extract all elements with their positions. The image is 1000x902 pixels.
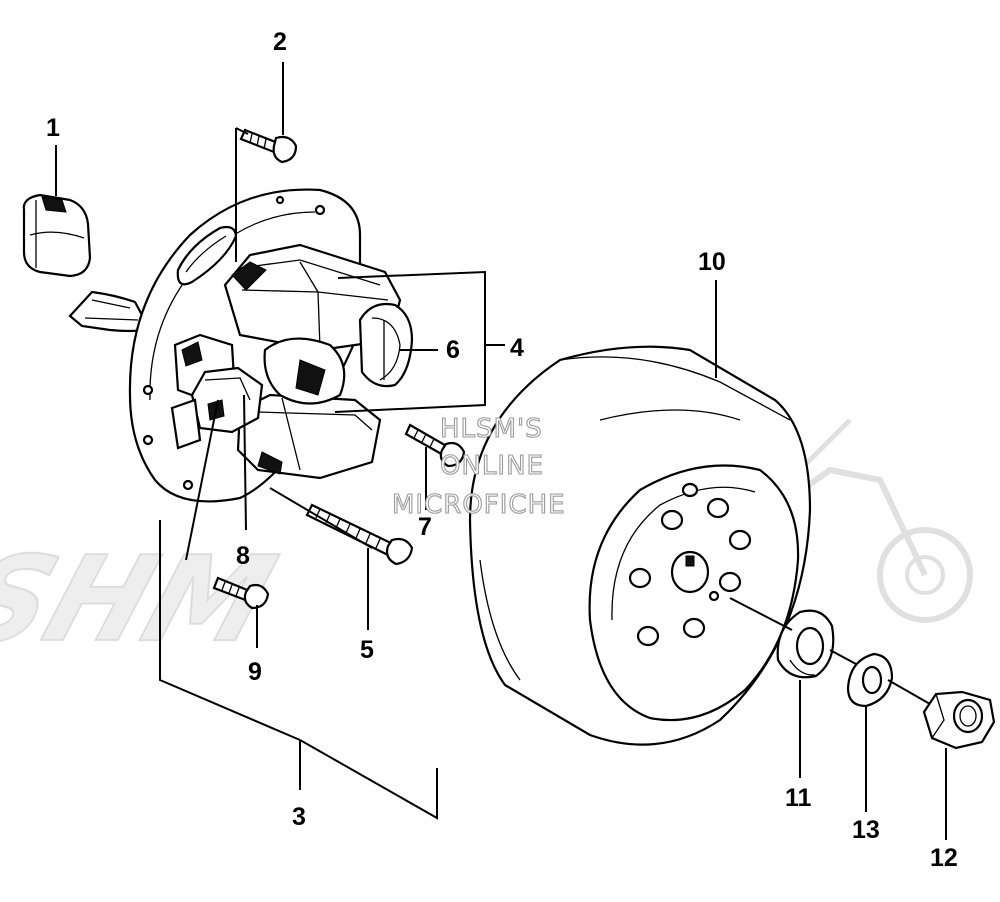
watermark-line-3: MICROFICHE [392, 490, 566, 520]
callout-11: 11 [785, 784, 812, 812]
callout-7: 7 [418, 513, 432, 541]
callout-3: 3 [292, 803, 306, 831]
leader-lines [55, 62, 947, 840]
part-screw-2 [239, 128, 298, 164]
callout-6: 6 [446, 336, 460, 364]
callout-5: 5 [360, 636, 374, 664]
callout-4: 4 [510, 334, 524, 362]
watermark-line-1: HLSM'S [440, 414, 543, 444]
part-screw-5 [305, 503, 414, 566]
callout-8: 8 [236, 542, 250, 570]
callout-10: 10 [698, 248, 726, 276]
part-screw-7 [404, 423, 466, 468]
part-washer-11 [776, 609, 835, 679]
callout-1: 1 [46, 114, 60, 142]
part-screw-9 [212, 576, 270, 610]
callout-2: 2 [273, 28, 287, 56]
text-watermark: HLSM'S ONLINE MICROFICHE [391, 413, 566, 520]
part-nut-12 [922, 690, 996, 750]
part-flywheel-rotor [468, 345, 812, 746]
callout-9: 9 [248, 658, 262, 686]
callout-13: 13 [852, 816, 880, 844]
watermark-line-2: ONLINE [440, 451, 544, 481]
part-grommet [22, 193, 92, 278]
callout-labels: 1 2 3 4 5 6 7 8 9 10 11 12 13 [46, 28, 958, 872]
part-stator-coils [173, 243, 414, 480]
part-washer-13 [846, 652, 894, 708]
callout-12: 12 [930, 844, 958, 872]
